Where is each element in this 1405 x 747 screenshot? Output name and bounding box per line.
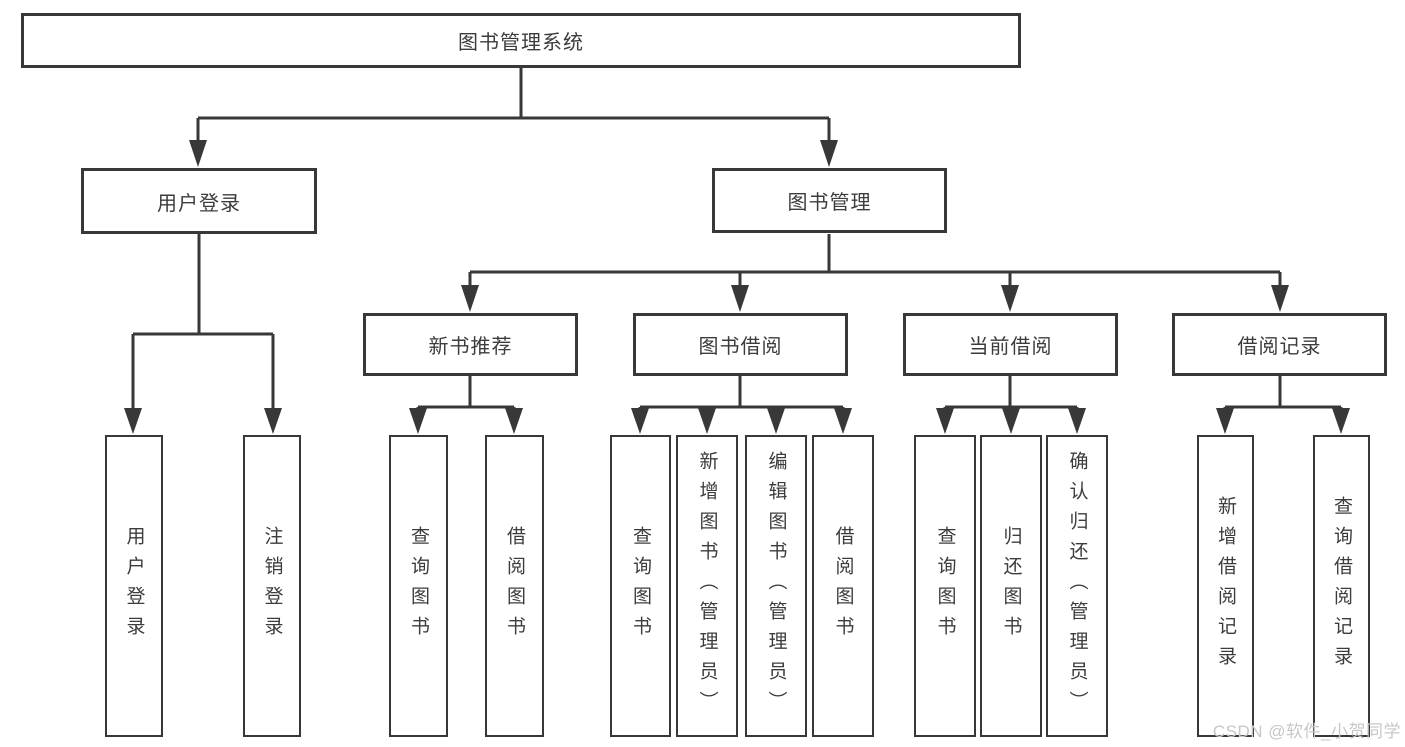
leaf-confirm-return-admin-label: 确认归还（管理员） bbox=[1066, 451, 1088, 721]
leaf-query-book-1: 查询图书 bbox=[389, 435, 448, 737]
node-current-borrow: 当前借阅 bbox=[903, 313, 1118, 376]
leaf-query-book-3-label: 查询图书 bbox=[934, 526, 956, 646]
leaf-logout-label: 注销登录 bbox=[261, 526, 283, 646]
leaf-query-book-2-label: 查询图书 bbox=[630, 526, 651, 646]
leaf-borrow-book-1-label: 借阅图书 bbox=[504, 526, 525, 646]
leaf-query-book-2: 查询图书 bbox=[610, 435, 671, 737]
leaf-query-book-1-label: 查询图书 bbox=[408, 526, 429, 646]
leaf-borrow-book-1: 借阅图书 bbox=[485, 435, 544, 737]
node-new-book-recommend: 新书推荐 bbox=[363, 313, 578, 376]
node-book-borrow-label: 图书借阅 bbox=[698, 336, 783, 358]
leaf-logout: 注销登录 bbox=[243, 435, 301, 737]
leaf-edit-book-admin: 编辑图书（管理员） bbox=[745, 435, 807, 737]
leaf-edit-book-admin-label: 编辑图书（管理员） bbox=[765, 451, 787, 721]
csdn-watermark: CSDN @软件_小贺同学 bbox=[1212, 722, 1401, 741]
leaf-add-borrow-record: 新增借阅记录 bbox=[1197, 435, 1254, 737]
leaf-confirm-return-admin: 确认归还（管理员） bbox=[1046, 435, 1108, 737]
leaf-borrow-book-2: 借阅图书 bbox=[812, 435, 874, 737]
node-root-system: 图书管理系统 bbox=[21, 13, 1021, 68]
leaf-user-login-label: 用户登录 bbox=[123, 526, 145, 646]
node-borrow-records-label: 借阅记录 bbox=[1237, 336, 1322, 358]
leaf-user-login: 用户登录 bbox=[105, 435, 163, 737]
leaf-query-book-3: 查询图书 bbox=[914, 435, 976, 737]
leaf-add-borrow-record-label: 新增借阅记录 bbox=[1215, 496, 1236, 676]
leaf-return-book: 归还图书 bbox=[980, 435, 1042, 737]
leaf-add-book-admin-label: 新增图书（管理员） bbox=[696, 451, 718, 721]
node-user-login-label: 用户登录 bbox=[157, 192, 241, 215]
node-current-borrow-label: 当前借阅 bbox=[968, 336, 1053, 358]
node-new-book-recommend-label: 新书推荐 bbox=[428, 336, 513, 358]
node-user-login: 用户登录 bbox=[81, 168, 317, 234]
leaf-add-book-admin: 新增图书（管理员） bbox=[676, 435, 738, 737]
node-root-label: 图书管理系统 bbox=[458, 32, 584, 54]
arrowhead-icons bbox=[124, 140, 1350, 434]
node-book-management: 图书管理 bbox=[712, 168, 947, 233]
node-book-management-label: 图书管理 bbox=[787, 192, 872, 214]
leaf-query-borrow-record: 查询借阅记录 bbox=[1313, 435, 1370, 737]
node-book-borrow: 图书借阅 bbox=[633, 313, 848, 376]
leaf-query-borrow-record-label: 查询借阅记录 bbox=[1331, 496, 1352, 676]
node-borrow-records: 借阅记录 bbox=[1172, 313, 1387, 376]
leaf-return-book-label: 归还图书 bbox=[1000, 526, 1022, 646]
leaf-borrow-book-2-label: 借阅图书 bbox=[832, 526, 854, 646]
